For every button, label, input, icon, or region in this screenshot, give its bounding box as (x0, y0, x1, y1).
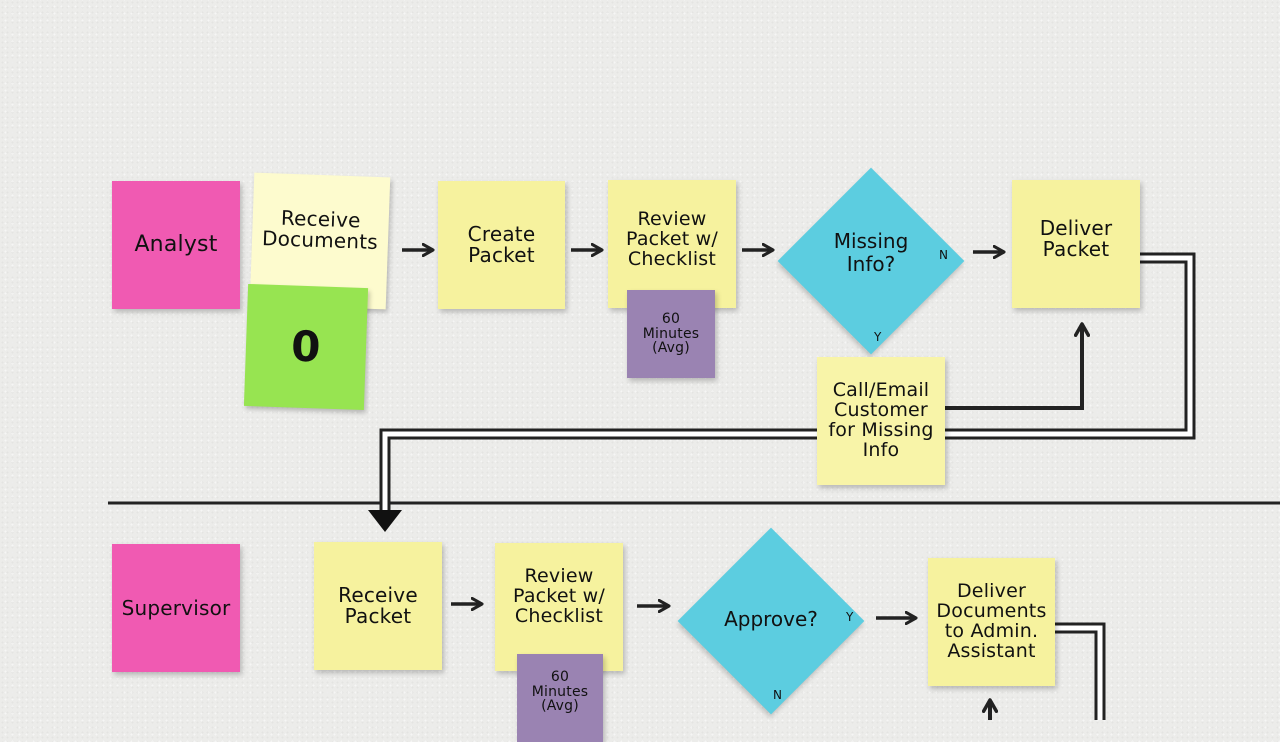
flow-connectors (108, 0, 1280, 720)
decision-missing-info-yes: Y (874, 330, 882, 344)
count-badge-text: 0 (290, 321, 322, 372)
time-estimate-analyst-text: 60 Minutes (Avg) (642, 310, 700, 357)
deliver-docs-line-inner (1055, 625, 1103, 720)
step-deliver-documents: Deliver Documents to Admin. Assistant (928, 558, 1055, 686)
decision-approve: Approve? Y N (677, 527, 865, 715)
handoff-line-inner (382, 255, 1193, 512)
decision-missing-info-text: Missing Info? (833, 229, 909, 276)
lane-label-analyst-text: Analyst (134, 232, 218, 258)
lane-label-analyst: Analyst (112, 181, 240, 309)
step-deliver-packet: Deliver Packet (1012, 180, 1140, 308)
step-create-packet: Create Packet (438, 181, 565, 309)
step-receive-packet: Receive Packet (314, 542, 442, 670)
decision-approve-no: N (773, 688, 782, 702)
decision-approve-text: Approve? (724, 607, 818, 631)
step-review-packet-supervisor: Review Packet w/ Checklist (495, 543, 623, 671)
lane-label-supervisor-text: Supervisor (121, 595, 231, 620)
step-review-packet-analyst: Review Packet w/ Checklist (608, 180, 736, 308)
arrow-call-to-deliver (945, 324, 1082, 410)
step-receive-packet-text: Receive Packet (338, 583, 418, 628)
deliver-docs-line-outer (1055, 622, 1106, 720)
lane-label-supervisor: Supervisor (112, 544, 240, 672)
time-estimate-supervisor: 60 Minutes (Avg) (517, 654, 603, 742)
count-badge: 0 (243, 283, 369, 411)
step-create-packet-text: Create Packet (467, 222, 536, 267)
step-deliver-documents-text: Deliver Documents to Admin. Assistant (936, 580, 1047, 662)
step-review-packet-supervisor-text: Review Packet w/ Checklist (513, 565, 605, 627)
handoff-arrowhead (368, 510, 402, 532)
decision-approve-yes: Y (846, 610, 854, 624)
step-deliver-packet-text: Deliver Packet (1039, 216, 1113, 261)
step-call-email-customer: Call/Email Customer for Missing Info (817, 357, 945, 485)
time-estimate-analyst: 60 Minutes (Avg) (627, 290, 715, 378)
step-call-email-customer-text: Call/Email Customer for Missing Info (828, 379, 934, 461)
time-estimate-supervisor-text: 60 Minutes (Avg) (531, 669, 589, 715)
decision-missing-info: Missing Info? N Y (777, 167, 965, 355)
step-receive-documents-text: Receive Documents (261, 205, 379, 255)
decision-missing-info-no: N (939, 248, 948, 262)
step-review-packet-analyst-text: Review Packet w/ Checklist (626, 208, 718, 270)
